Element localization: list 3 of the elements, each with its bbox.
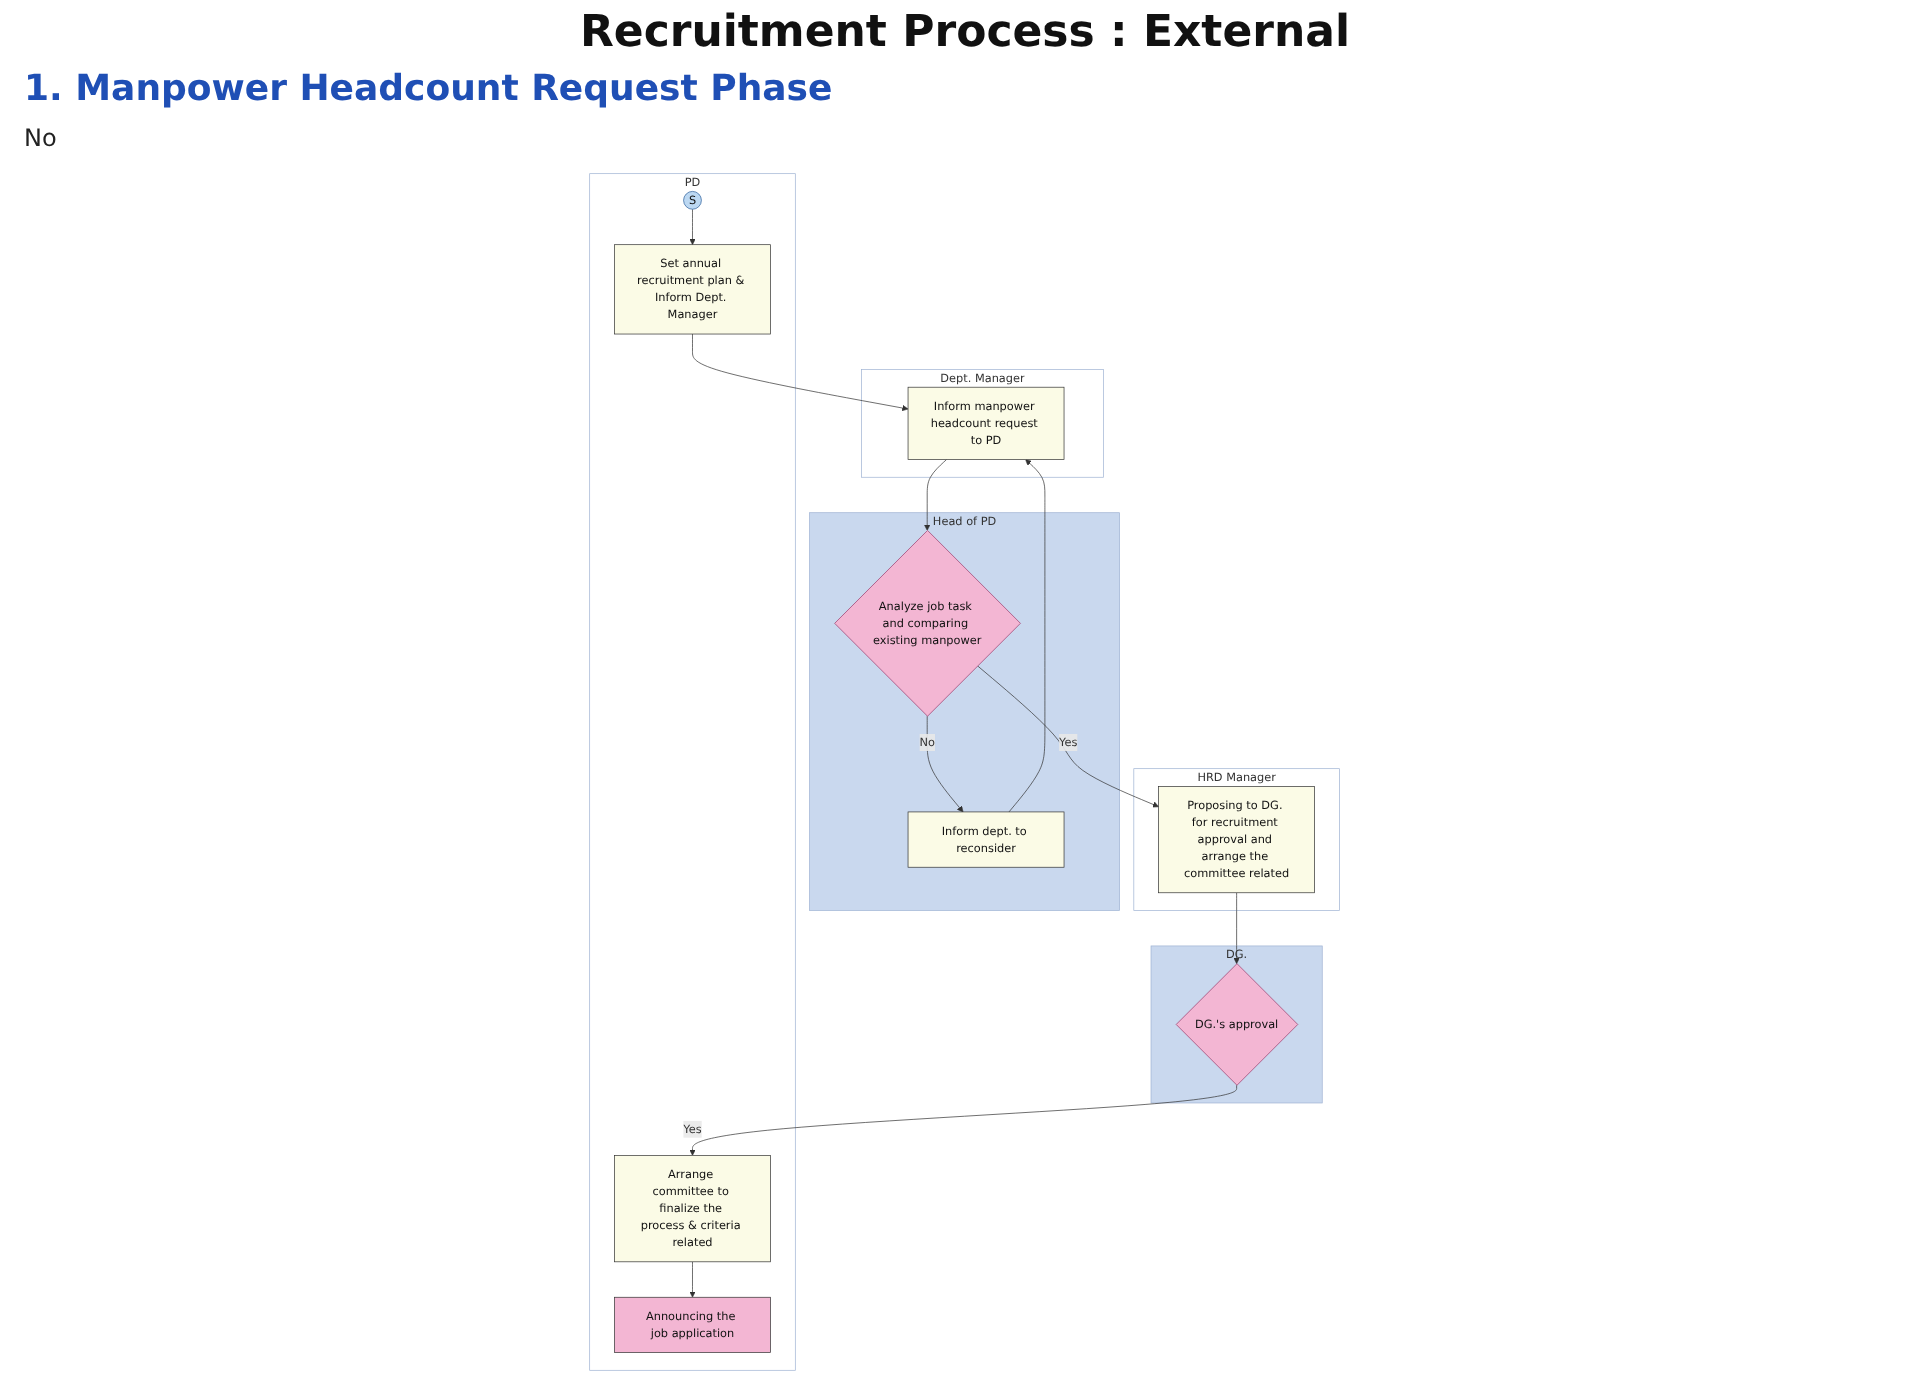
diagram-title: Recruitment Process : External — [577, 8, 1353, 58]
branch-label: No — [24, 124, 57, 152]
phase-heading: 1. Manpower Headcount Request Phase — [24, 68, 833, 110]
